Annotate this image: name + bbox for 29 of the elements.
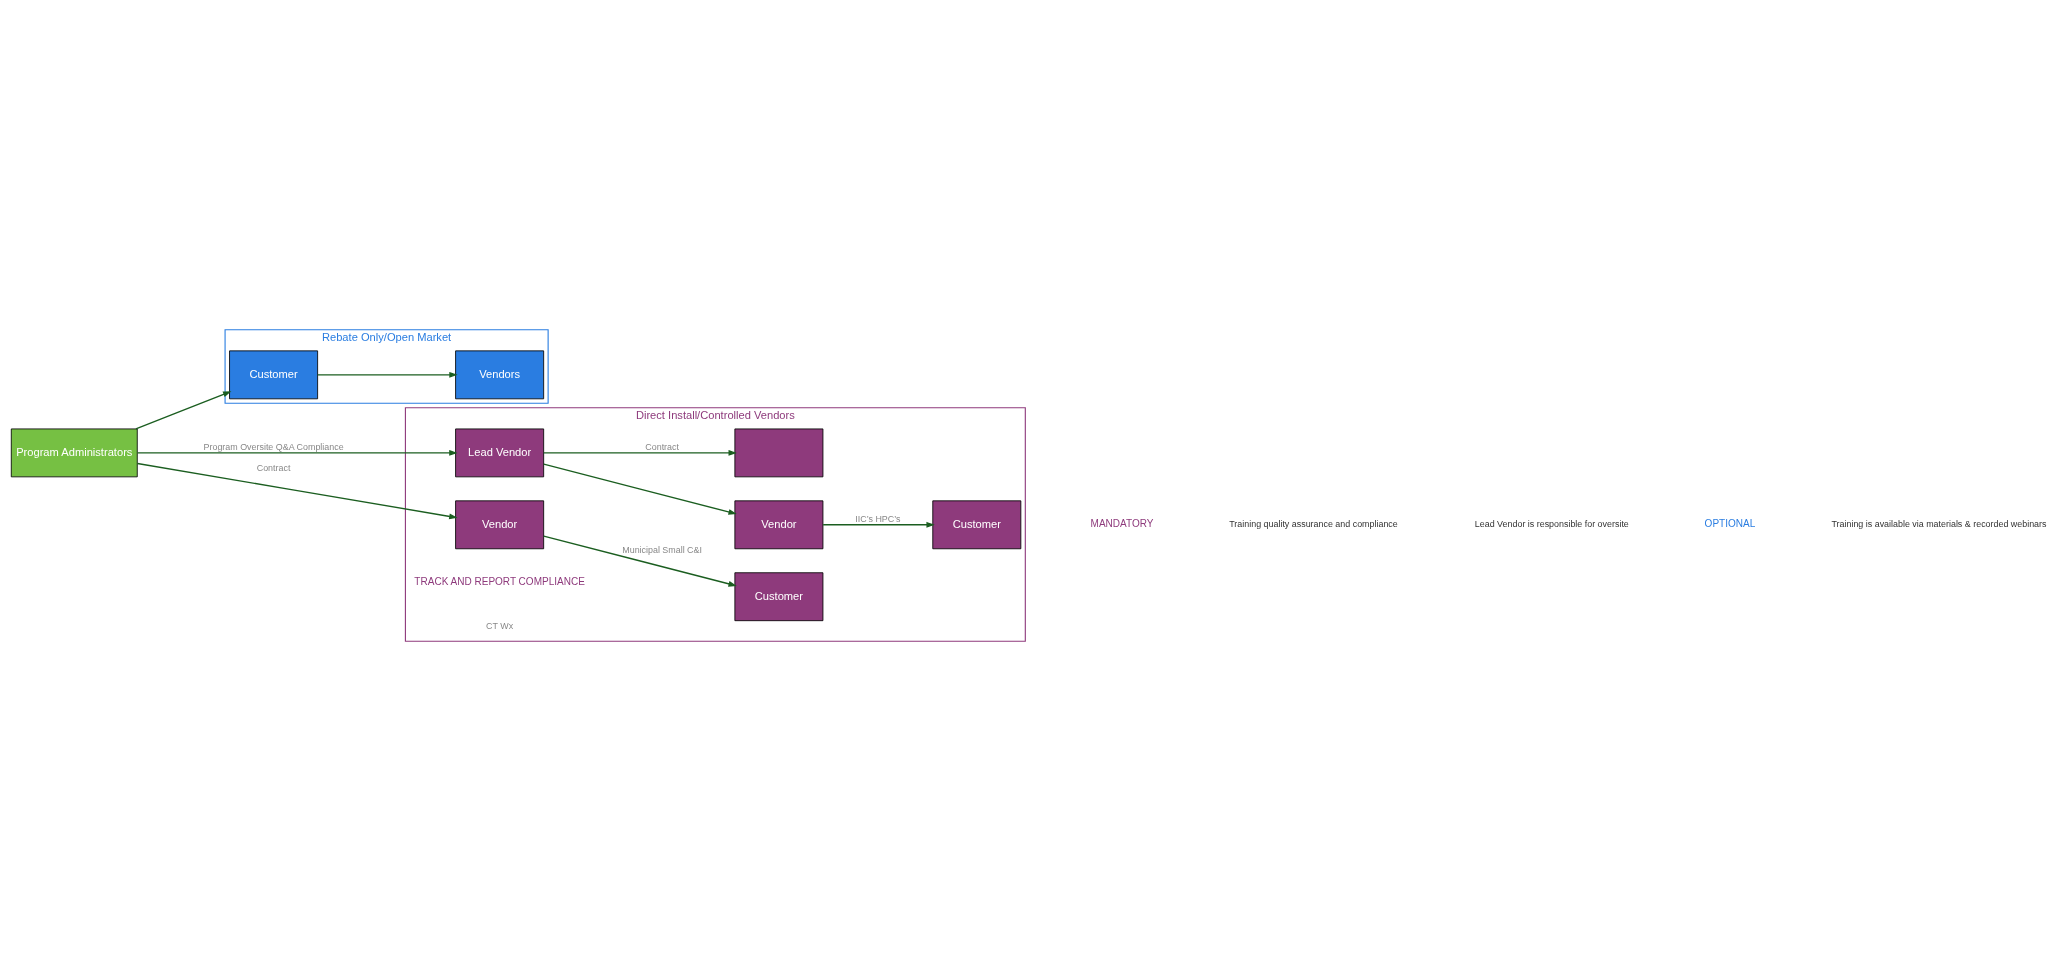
edge-label: Contract <box>256 462 291 473</box>
arrow <box>543 534 737 587</box>
node-box: Vendor <box>734 499 824 549</box>
node-box: Program Administrators <box>10 428 138 477</box>
node-box: Lead Vendor <box>455 428 545 477</box>
arrow <box>543 449 737 456</box>
label: MANDATORY <box>1090 517 1154 529</box>
label: Training quality assurance and compliance <box>1229 518 1398 529</box>
node-box: Customer <box>734 571 824 621</box>
node-box: Customer <box>932 499 1022 549</box>
edge-label: Program Oversite Q&A Compliance <box>203 441 344 452</box>
arrow <box>135 390 232 430</box>
node-box: Vendor <box>455 499 545 549</box>
label: Training is available via materials & recorded webinars <box>1831 518 2047 529</box>
node-box <box>734 428 824 477</box>
label: OPTIONAL <box>1704 517 1756 529</box>
label: Lead Vendor is responsible for oversite <box>1474 518 1629 529</box>
node-box: Vendors <box>455 349 545 399</box>
arrow <box>136 449 458 456</box>
edge-label: Municipal Small C&I <box>622 544 702 555</box>
node-box: Customer <box>229 349 319 399</box>
label: TRACK AND REPORT COMPLIANCE <box>414 575 585 587</box>
arrow <box>317 371 458 378</box>
arrow <box>822 521 935 528</box>
edge-label: IIC’s HPC’s <box>855 513 901 524</box>
arrow <box>136 462 458 519</box>
edge-label: Contract <box>645 441 679 452</box>
arrow <box>543 462 737 515</box>
label: CT Wx <box>486 620 514 631</box>
